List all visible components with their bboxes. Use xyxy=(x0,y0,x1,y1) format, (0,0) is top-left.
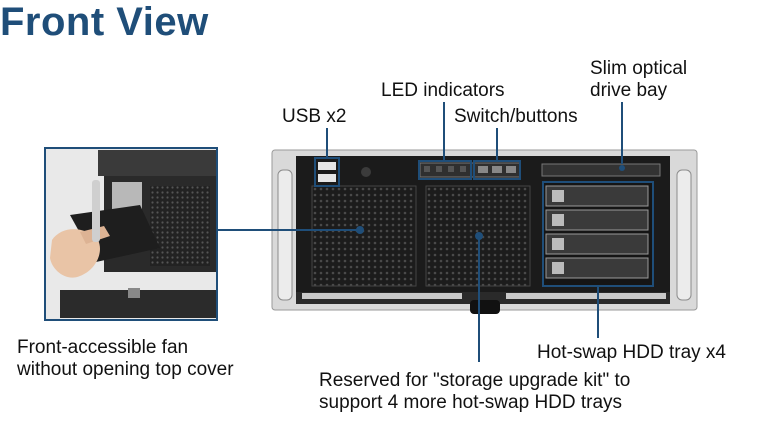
power-button-icon xyxy=(361,167,371,177)
fan-grille xyxy=(311,185,417,287)
usb-label: USB x2 xyxy=(282,106,347,127)
slim-optical-bay xyxy=(541,163,661,177)
led-indicators-label: LED indicators xyxy=(381,80,505,101)
fan-inset-photo xyxy=(44,147,218,321)
hdd-tray-label: Hot-swap HDD tray x4 xyxy=(537,342,726,363)
reserved-label-line1: Reserved for "storage upgrade kit" to xyxy=(319,370,631,391)
fan-label-line1: Front-accessible fan xyxy=(17,337,189,358)
reserved-label-line2: support 4 more hot-swap HDD trays xyxy=(319,392,623,413)
usb-ports xyxy=(318,162,336,182)
slim-optical-label-line2: drive bay xyxy=(590,80,668,101)
switch-buttons xyxy=(478,166,516,173)
fan-label-line2: without opening top cover xyxy=(17,359,234,380)
page-title: Front View xyxy=(0,0,209,44)
slim-optical-label-line1: Slim optical xyxy=(590,58,688,79)
hdd-trays xyxy=(542,182,652,286)
switch-buttons-label: Switch/buttons xyxy=(454,106,578,127)
led-indicators xyxy=(424,166,466,172)
callouts xyxy=(217,102,654,362)
